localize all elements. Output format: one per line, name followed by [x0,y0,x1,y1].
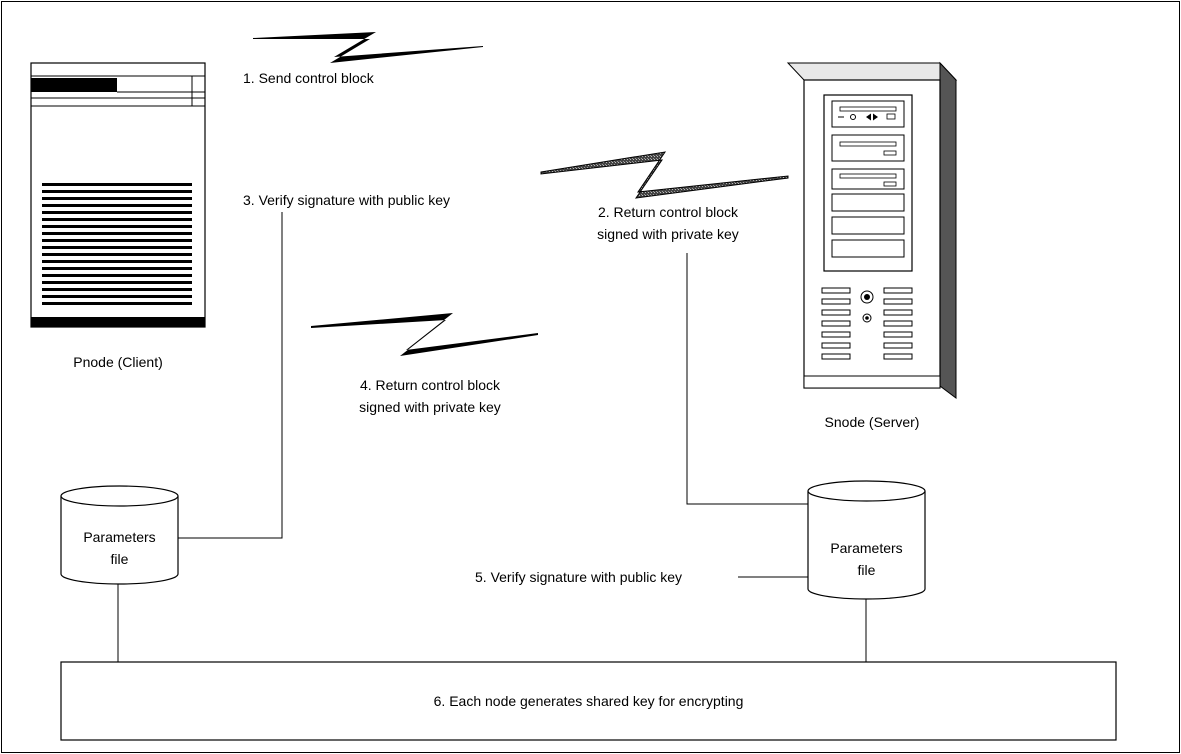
step1-label: 1. Send control block [243,70,374,86]
server-parameters-file-line2: file [857,562,876,578]
step3-label: 3. Verify signature with public key [243,192,450,208]
server-tower-icon [786,61,958,399]
step4-lightning-bolt-icon [311,313,538,356]
step2-label-line1: 2. Return control block [597,204,739,220]
step1-lightning-bolt-icon [253,32,483,63]
step2-label-line2: signed with private key [597,226,739,242]
step4-label-line1: 4. Return control block [359,377,501,393]
connector-lines [117,212,867,662]
step6-label: 6. Each node generates shared key for en… [433,693,744,709]
server-vent-grille [821,287,913,360]
client-vent-grille [42,183,192,305]
step4-label-line2: signed with private key [359,399,501,415]
client-mainframe-icon [30,62,206,328]
server-parameters-file-icon [807,480,926,600]
step2-lightning-bolt-icon [540,151,789,199]
client-parameters-file-line2: file [110,551,129,567]
client-parameters-file-icon [60,485,179,585]
server-parameters-file-label: Parameters file [808,537,925,581]
client-parameters-file-label: Parameters file [61,526,178,570]
shared-key-box [60,661,1117,741]
step2-label: 2. Return control block signed with priv… [568,201,768,245]
step4-label: 4. Return control block signed with priv… [330,374,530,418]
step5-label: 5. Verify signature with public key [475,569,682,585]
server-node-label: Snode (Server) [824,414,920,430]
server-parameters-file-line1: Parameters [830,540,903,556]
client-node-label: Pnode (Client) [73,354,163,370]
client-parameters-file-line1: Parameters [83,529,156,545]
